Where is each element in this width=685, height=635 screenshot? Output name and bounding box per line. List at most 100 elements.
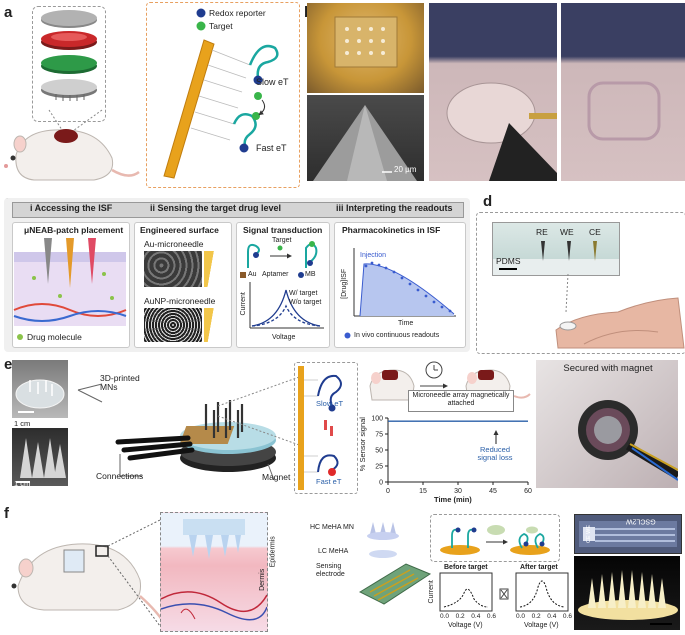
panel-label-f: f xyxy=(4,505,9,522)
skin-cross-section-c xyxy=(13,238,127,326)
y-axis-label: % Sensor signal xyxy=(357,417,367,472)
au-needle-inset xyxy=(204,251,222,287)
x-tick-label: 30 xyxy=(454,488,462,495)
pk-title: Pharmacokinetics in ISF xyxy=(342,225,441,235)
au-microneedle-sem xyxy=(144,251,202,287)
timer-icon-f xyxy=(499,588,509,600)
aunp-microneedle-label: AuNP-microneedle xyxy=(144,296,216,306)
w-target-label: W/ target xyxy=(289,290,318,297)
target-binding-illustration xyxy=(440,525,550,555)
pk-time-label: Time xyxy=(398,320,414,327)
signal-transduction-title: Signal transduction xyxy=(243,225,323,235)
tick: 0.0 xyxy=(516,613,526,620)
sem-scale-bar xyxy=(382,171,392,173)
array-attached-callout xyxy=(408,390,514,412)
rat-illustration-a xyxy=(4,109,140,181)
drug-isf-axis-label: [Drug]ISF xyxy=(341,268,349,299)
layered-sensor-illustration xyxy=(358,522,432,605)
pdms-label: PDMS xyxy=(496,256,521,266)
injection-label: Injection xyxy=(360,252,387,259)
legend-target: Target xyxy=(209,21,233,31)
secured-magnet-photo xyxy=(536,360,678,488)
patch-placement-title: μNEAB-patch placement xyxy=(24,225,124,235)
step-1-label: i Accessing the ISF xyxy=(30,203,113,213)
drug-molecule-dot xyxy=(17,334,23,340)
pk-plot xyxy=(353,248,456,317)
skin-after-removal-photo xyxy=(561,3,685,181)
y-tick-label: 25 xyxy=(375,464,383,471)
panel-label-a: a xyxy=(4,4,13,21)
panel-d-frame xyxy=(476,212,685,354)
sem-microneedle-photo xyxy=(307,95,424,181)
scale-1cm-top: 1 cm xyxy=(14,419,31,428)
legend-mb: MB xyxy=(305,271,316,278)
voltammogram-c xyxy=(249,282,324,329)
legend-mb-dot xyxy=(298,272,304,278)
sensor-schematic-box xyxy=(146,2,300,188)
device-inset xyxy=(32,6,106,122)
x-tick-label: 0 xyxy=(386,488,390,495)
mn-device-illustration xyxy=(77,383,276,481)
fast-et-label: Fast eT xyxy=(256,143,287,153)
sem-scale-label: 20 μm xyxy=(394,165,417,174)
current-axis-f-1: Current xyxy=(427,580,435,604)
epidermis-label: Epidermis xyxy=(269,536,277,568)
signal-target-label: Target xyxy=(272,237,292,244)
in-vivo-label: In vivo continuous readouts xyxy=(354,332,440,339)
panel-label-e: e xyxy=(4,356,13,373)
aunp-microneedle-sem xyxy=(144,308,202,342)
printed-mn-photo-1 xyxy=(12,360,68,418)
tick: 0.6 xyxy=(562,613,572,620)
tick: 0.0 xyxy=(440,613,450,620)
y-tick-label: 100 xyxy=(371,416,383,423)
in-vivo-dot xyxy=(344,332,351,339)
tick: 0.2 xyxy=(455,613,465,620)
printed-mns-label: 3D-printed MNs xyxy=(100,373,140,393)
before-target-label: Before target xyxy=(444,564,488,571)
voltage-axis-f-2: Voltage (V) xyxy=(524,622,559,629)
dermis-label: Dermis xyxy=(259,568,267,591)
ce-label: CE xyxy=(589,227,601,237)
after-target-label: After target xyxy=(520,564,558,571)
rat-illustration-f xyxy=(11,519,168,627)
chip-code-label: GSCL2W xyxy=(626,517,656,525)
drug-molecule-label: Drug molecule xyxy=(27,332,82,342)
scale-1cm-bottom: 1 cm xyxy=(14,479,31,488)
panel-label-d: d xyxy=(483,193,493,210)
hc-meha-label: HC MeHA MN xyxy=(310,524,354,531)
before-target-plot xyxy=(439,572,493,612)
microneedle-patch-photo xyxy=(307,3,424,93)
step-2-label: ii Sensing the target drug level xyxy=(150,203,282,213)
y-tick-label: 75 xyxy=(375,432,383,439)
slow-et-label: Slow eT xyxy=(256,77,289,87)
printed-mn-photo-2 xyxy=(12,428,68,486)
legend-au-square xyxy=(240,272,246,278)
array-attached-text: Microneedle array magnetically attached xyxy=(412,392,510,407)
secured-magnet-label: Secured with magnet xyxy=(563,363,653,374)
chip-electrode-label: CE WE xyxy=(585,525,592,544)
lc-meha-label: LC MeHA xyxy=(318,548,349,555)
step-bar xyxy=(12,202,464,218)
detection-scheme-box xyxy=(430,514,560,562)
skin-layers-illustration xyxy=(160,512,268,632)
voltage-axis-f-1: Voltage (V) xyxy=(448,622,483,629)
voltage-axis-label-c: Voltage xyxy=(272,334,296,341)
sensing-electrode-label: Sensing electrode xyxy=(316,563,345,578)
device-stack-illustration xyxy=(41,10,97,101)
slow-et-label-e: Slow eT xyxy=(316,399,344,408)
aptamer-zoom-box xyxy=(294,362,358,494)
legend-redox-reporter: Redox reporter xyxy=(209,8,266,18)
zoom-lines-e xyxy=(217,375,303,447)
fast-et-label-e: Fast eT xyxy=(316,477,342,486)
finger-illustration xyxy=(555,273,685,349)
current-axis-label-c: Current xyxy=(239,292,247,316)
tick: 0.4 xyxy=(547,613,557,620)
step-3-label: iii Interpreting the readouts xyxy=(336,203,453,213)
aptamer-zoom-illustration xyxy=(298,366,342,490)
x-tick-label: 45 xyxy=(489,488,497,495)
tick: 0.4 xyxy=(471,613,481,620)
engineered-surface-title: Engineered surface xyxy=(140,225,219,235)
magnet-label: Magnet xyxy=(262,472,291,482)
